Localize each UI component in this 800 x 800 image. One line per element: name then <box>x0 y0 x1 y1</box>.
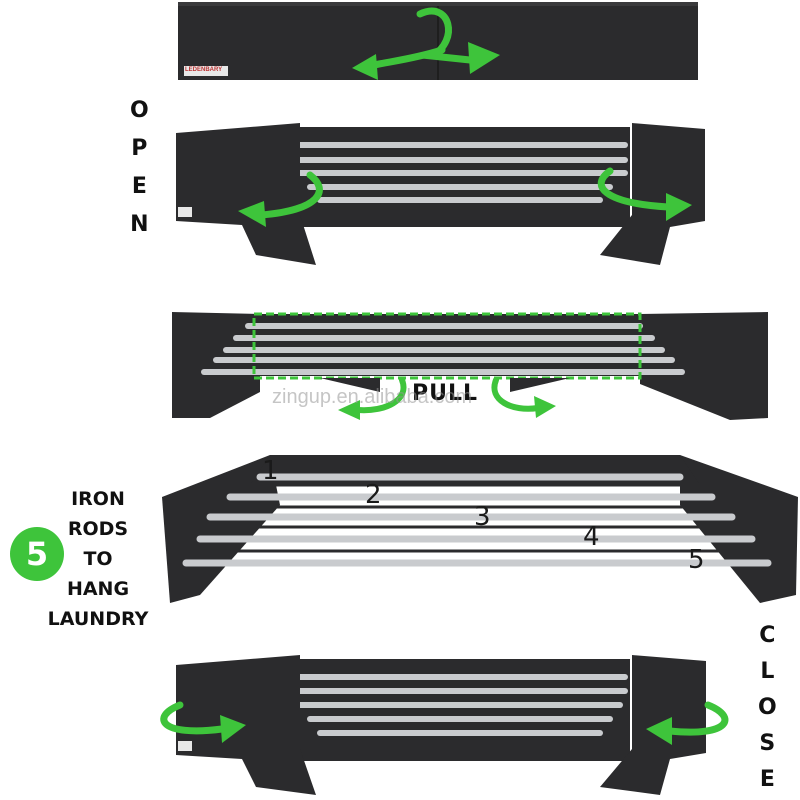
open-left-arrow-icon <box>258 171 323 219</box>
rod-number: 4 <box>583 522 600 552</box>
rod-number: 2 <box>365 480 382 510</box>
open-label: O P E N <box>130 92 149 244</box>
opening-rack-illustration <box>176 123 705 265</box>
close-letter: E <box>759 767 775 792</box>
pull-rods-illustration <box>172 312 768 420</box>
pull-left-arrow-icon <box>355 377 407 414</box>
close-letter: C <box>759 623 776 648</box>
close-left-arrow-icon <box>160 701 226 735</box>
close-letter: S <box>759 731 776 756</box>
close-letter: L <box>760 659 775 684</box>
feature-line: IRON <box>71 488 125 510</box>
rod-number: 1 <box>262 456 279 486</box>
close-label: C L O S E <box>758 618 777 798</box>
rod-count-badge: 5 <box>10 527 64 581</box>
rod-number: 3 <box>474 502 491 532</box>
feature-line: TO <box>83 548 113 570</box>
closed-rack-illustration <box>178 2 698 80</box>
close-right-arrow-icon <box>666 701 729 736</box>
open-letter: N <box>130 212 149 237</box>
open-right-arrow-icon <box>597 167 672 211</box>
brand-logo: LEDENBARY <box>185 67 223 73</box>
close-letter: O <box>758 695 777 720</box>
rod-number: 5 <box>688 545 705 575</box>
open-letter: E <box>131 174 147 199</box>
feature-text: IRON RODS TO HANG LAUNDRY <box>38 484 158 634</box>
feature-line: HANG <box>66 578 130 600</box>
extended-rack-illustration <box>162 455 798 603</box>
feature-line: LAUNDRY <box>47 608 149 630</box>
closing-rack-illustration <box>160 655 729 795</box>
watermark-text: zingup.en.alibaba.com <box>272 386 473 408</box>
open-letter: O <box>130 98 149 123</box>
pull-label: PULL <box>412 381 479 406</box>
open-letter: P <box>131 136 148 161</box>
pull-right-arrow-icon <box>491 377 541 412</box>
feature-line: RODS <box>67 518 129 540</box>
